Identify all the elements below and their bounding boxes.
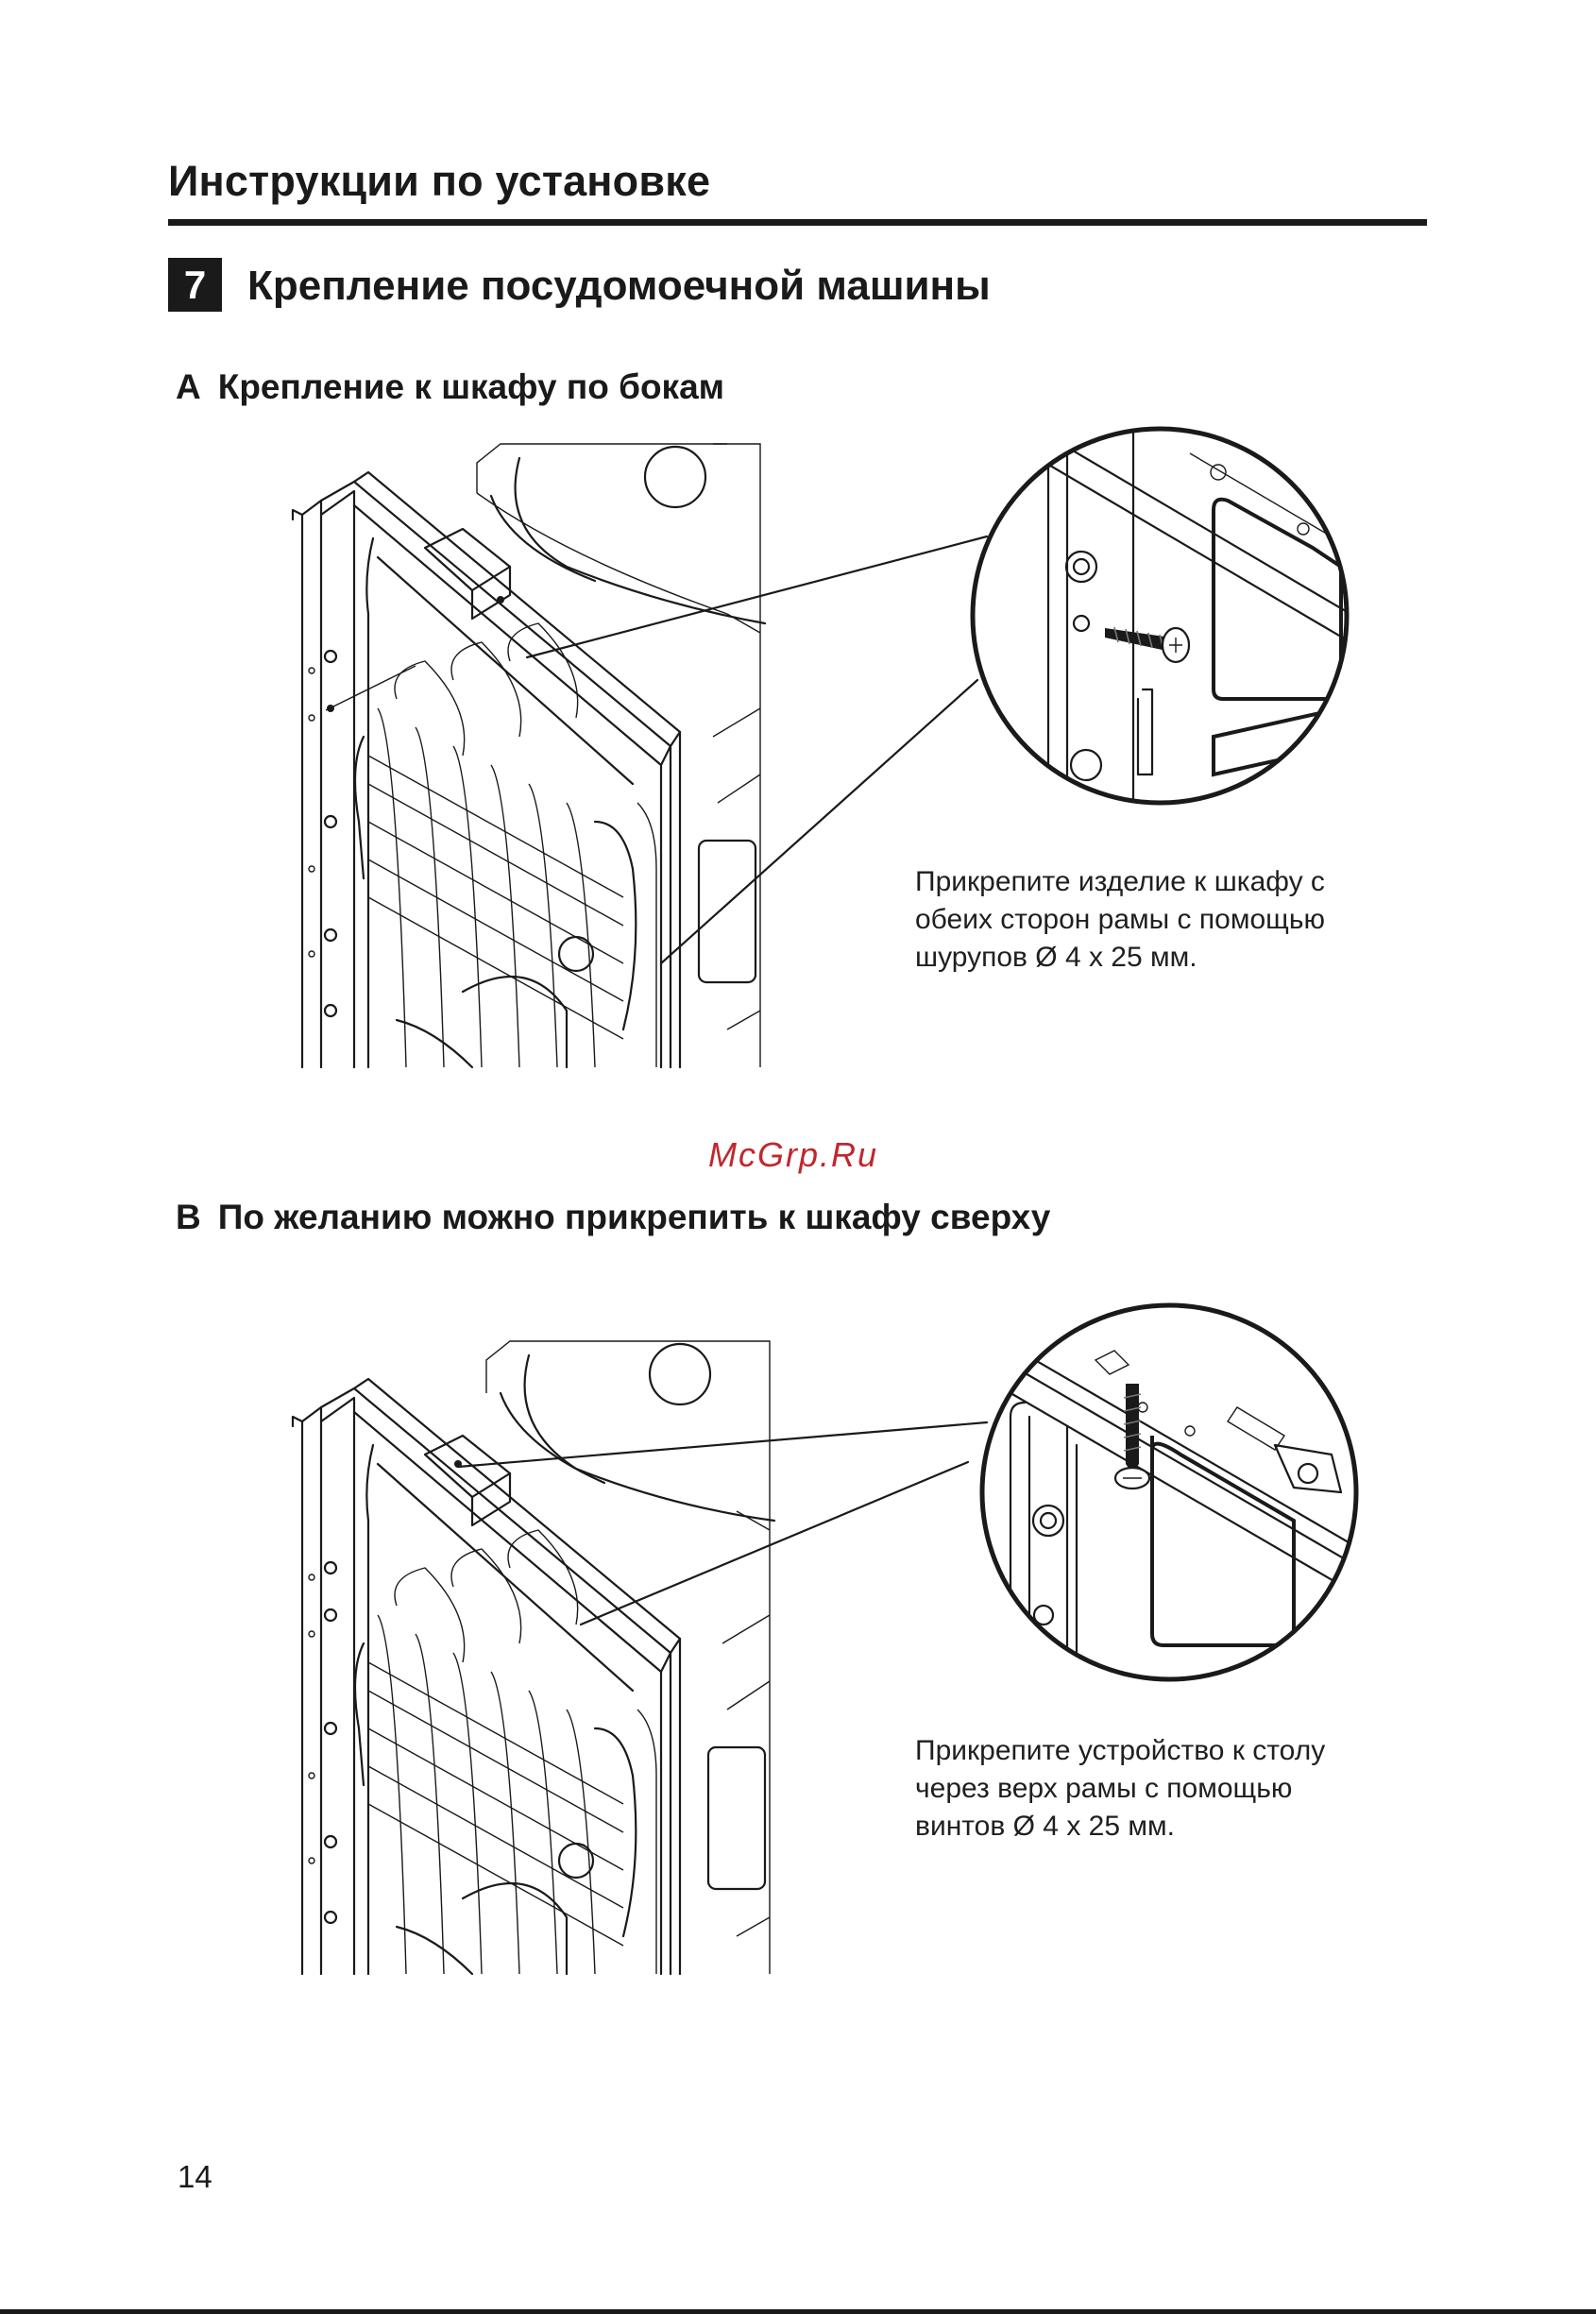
header-divider <box>168 219 1427 226</box>
subsection-b-title: По желанию можно прикрепить к шкафу свер… <box>218 1198 1051 1236</box>
side-screw-detail-icon <box>973 425 1350 822</box>
section-title: Крепление посудомоечной машины <box>247 263 991 310</box>
step-number-badge: 7 <box>168 258 222 312</box>
caption-b-line-3: винтов Ø 4 x 25 мм. <box>915 1808 1406 1846</box>
subsection-a-caption: Прикрепите изделие к шкафу с обеих сторо… <box>915 863 1406 977</box>
caption-a-line-1: Прикрепите изделие к шкафу с <box>915 863 1406 901</box>
top-screw-detail-icon <box>954 1305 1360 1691</box>
watermark-text: McGrp.Ru <box>708 1135 878 1175</box>
dishwasher-top-mount-illustration <box>293 1294 1360 1983</box>
dishwasher-frame-drawing-b <box>293 1341 774 1974</box>
leader-line-a-top <box>527 536 987 657</box>
caption-a-line-2: обеих сторон рамы с помощью <box>915 901 1406 939</box>
caption-b-line-2: через верх рамы с помощью <box>915 1770 1406 1808</box>
footer-edge <box>0 2309 1596 2314</box>
subsection-a-heading: A Крепление к шкафу по бокам <box>176 367 724 407</box>
subsection-b-letter: B <box>176 1198 201 1237</box>
subsection-a-title: Крепление к шкафу по бокам <box>218 367 724 406</box>
dishwasher-side-mount-illustration <box>283 425 1350 1086</box>
caption-a-line-3: шурупов Ø 4 x 25 мм. <box>915 939 1406 977</box>
page-header-title: Инструкции по установке <box>168 157 710 206</box>
caption-b-line-1: Прикрепите устройство к столу <box>915 1732 1406 1770</box>
subsection-b-heading: B По желанию можно прикрепить к шкафу све… <box>176 1198 1050 1237</box>
leader-line-b-bottom <box>581 1462 968 1625</box>
page-number: 14 <box>178 2159 212 2195</box>
subsection-b-caption: Прикрепите устройство к столу через верх… <box>915 1732 1406 1846</box>
subsection-a-letter: A <box>176 367 201 407</box>
dishwasher-frame-drawing <box>293 444 765 1067</box>
